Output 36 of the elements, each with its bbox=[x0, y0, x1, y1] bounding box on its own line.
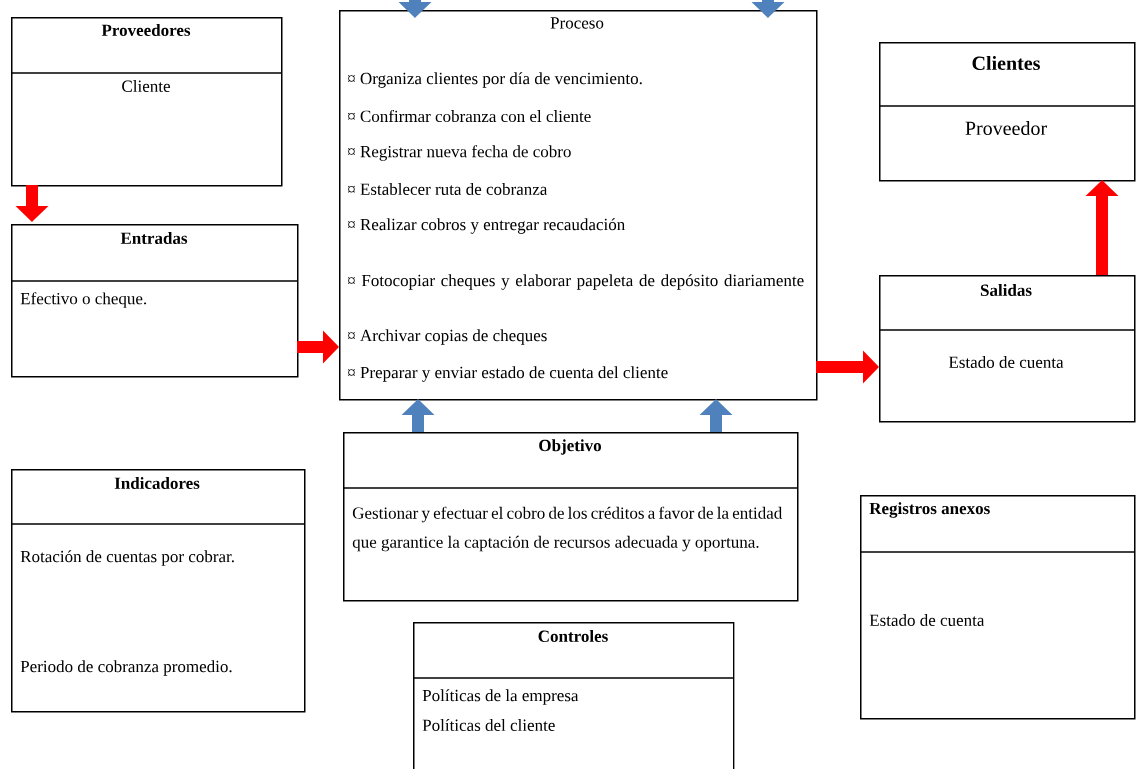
box-heading: Controles bbox=[538, 630, 608, 642]
box-text: Periodo de cobranza promedio. bbox=[20, 660, 232, 676]
info-box bbox=[10, 224, 299, 378]
box-heading: Entradas bbox=[120, 232, 188, 244]
box-heading: Registros anexos bbox=[869, 502, 990, 518]
info-box bbox=[10, 469, 306, 713]
box-text: Efectivo o cheque. bbox=[20, 292, 147, 308]
list-item: ¤ Organiza clientes por día de vencimiento. bbox=[348, 72, 642, 88]
box-text: Rotación de cuentas por cobrar. bbox=[20, 550, 234, 566]
info-box bbox=[878, 275, 1136, 423]
box-text: Políticas de la empresa bbox=[422, 689, 579, 705]
info-box bbox=[878, 42, 1136, 182]
box-heading: Proceso bbox=[550, 17, 604, 29]
box-heading: Indicadores bbox=[114, 477, 200, 489]
box-text: Proveedor bbox=[965, 120, 1047, 136]
box-heading: Proveedores bbox=[101, 24, 191, 36]
info-box bbox=[342, 432, 799, 602]
box-text: Estado de cuenta bbox=[948, 356, 1064, 368]
box-text: Cliente bbox=[122, 80, 170, 92]
info-box bbox=[412, 622, 735, 769]
list-item: ¤ Confirmar cobranza con el cliente bbox=[348, 109, 591, 123]
box-heading: Clientes bbox=[972, 55, 1040, 71]
box-text: Gestionar y efectuar el cobro de los créditos a favor de la entidad que garantice la captación de recursos adecuada y oportuna. bbox=[352, 506, 783, 552]
list-item: ¤ Preparar y enviar estado de cuenta del cliente bbox=[348, 366, 668, 382]
list-item: ¤ Realizar cobros y entregar recaudación bbox=[348, 218, 625, 234]
list-item: ¤ Fotocopiar cheques y elaborar papeleta de depósito diariamente bbox=[348, 274, 804, 290]
list-item: ¤ Archivar copias de cheques bbox=[348, 329, 547, 345]
info-box bbox=[10, 17, 283, 187]
box-text: Políticas del cliente bbox=[422, 719, 555, 731]
process-box bbox=[339, 10, 818, 401]
box-heading: Objetivo bbox=[539, 439, 601, 455]
info-box bbox=[859, 495, 1136, 720]
box-heading: Salidas bbox=[980, 284, 1032, 296]
box-text: Estado de cuenta bbox=[869, 614, 985, 626]
list-item: ¤ Establecer ruta de cobranza bbox=[348, 183, 548, 195]
list-item: ¤ Registrar nueva fecha de cobro bbox=[348, 145, 571, 161]
